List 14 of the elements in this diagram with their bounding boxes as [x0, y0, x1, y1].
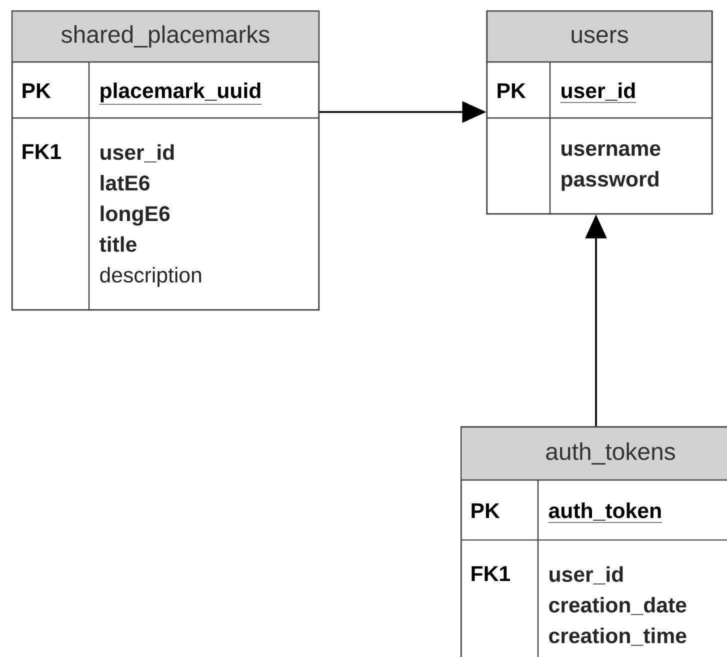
key-field: placemark_uuid [99, 82, 262, 105]
table-name: shared_placemarks [61, 25, 270, 48]
key-field: user_id [560, 82, 636, 103]
key-label: PK [498, 83, 526, 98]
key-label: PK [22, 83, 51, 98]
key-label: FK1 [472, 566, 510, 581]
key-label: FK1 [22, 144, 61, 159]
table-name: auth_tokens [546, 442, 676, 465]
field-list: username password [562, 144, 660, 191]
field-list: user_id latE6 longE6 title description [100, 144, 202, 287]
field-list: user_id creation_date creation_time [549, 566, 686, 646]
table-name: users [572, 30, 628, 44]
key-field: auth_token [548, 502, 662, 523]
key-label: PK [472, 503, 500, 518]
